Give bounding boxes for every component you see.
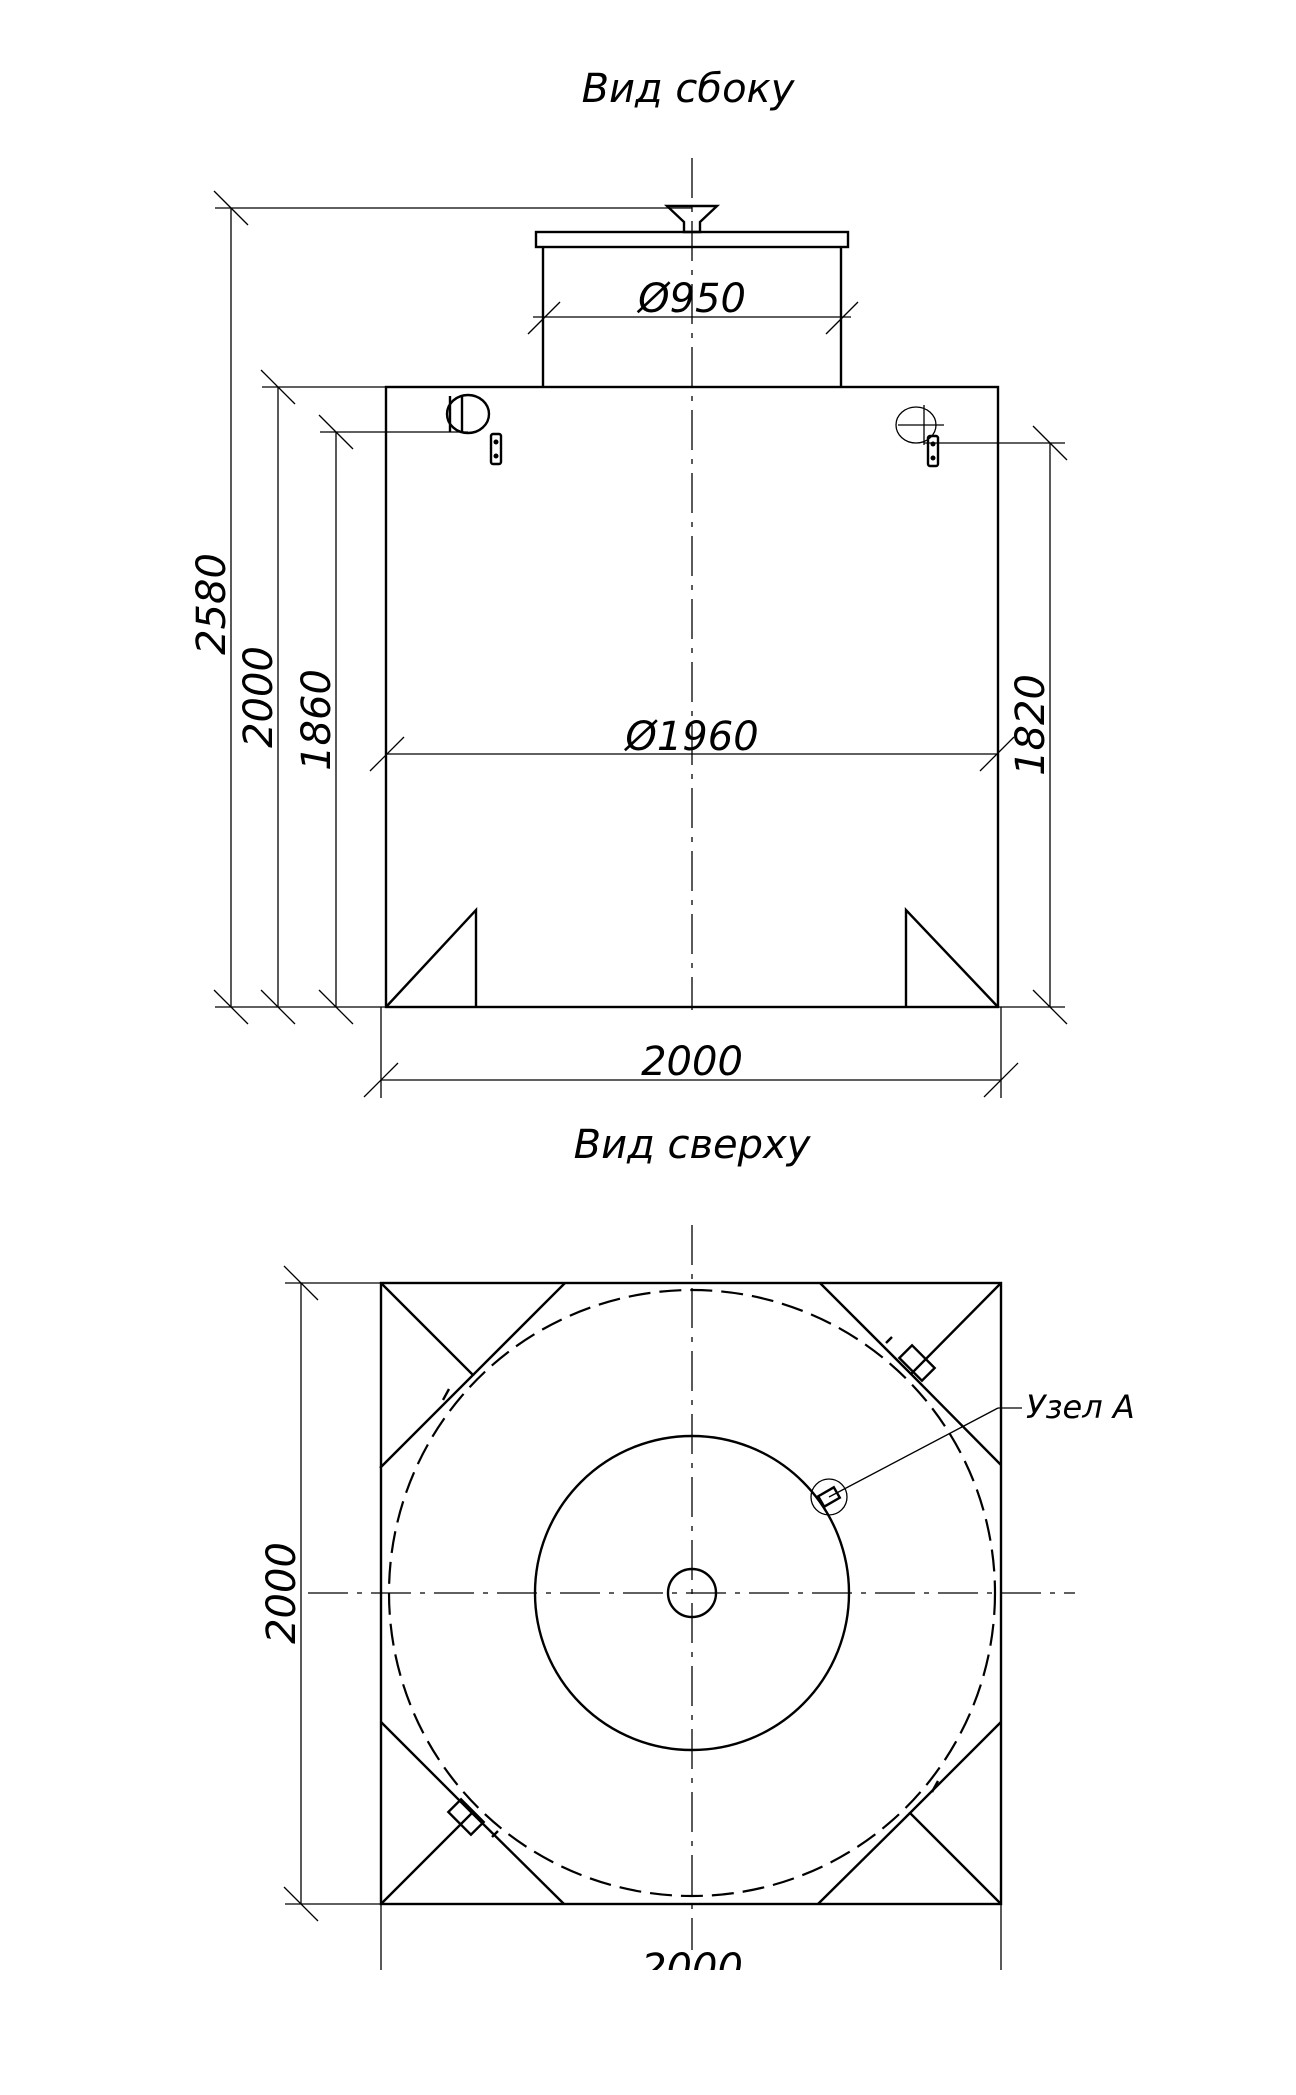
dim-1860-label: 1860 <box>294 669 340 771</box>
dim-diameter-950-label: Ø950 <box>636 276 746 322</box>
base-frame <box>379 1281 1003 1906</box>
top-view-title: Вид сверху <box>574 1122 812 1168</box>
node-a-label: Узел А <box>1026 1388 1135 1426</box>
page-bottom-margin <box>0 1970 1296 2095</box>
dim-2580-label: 2580 <box>189 553 235 655</box>
top-dim-2000-height-label: 2000 <box>259 1542 305 1644</box>
side-view: Вид сбоку <box>189 66 1068 1098</box>
top-dim-2000-height: 2000 <box>259 1265 381 1922</box>
funnel-circle <box>666 1567 718 1619</box>
dim-2580: 2580 <box>189 190 692 1025</box>
tank-body <box>384 385 1000 1009</box>
dim-2000-height-label: 2000 <box>236 646 282 748</box>
dim-2000-height: 2000 <box>236 369 386 1025</box>
node-a-callout: Узел А <box>810 1388 1135 1516</box>
dim-diameter-1960-label: Ø1960 <box>623 714 758 760</box>
dim-2000-width-label: 2000 <box>641 1039 743 1085</box>
left-support-gusset <box>385 906 478 1008</box>
dim-1820-label: 1820 <box>1008 674 1054 776</box>
right-pipe-stub <box>895 405 944 468</box>
side-view-title: Вид сбоку <box>582 66 796 112</box>
corner-gussets <box>379 1282 1002 1905</box>
left-pipe-stub <box>445 393 503 466</box>
dim-1860: 1860 <box>294 414 468 1025</box>
hatch-circle <box>533 1434 851 1752</box>
dim-2000-width: 2000 <box>363 1007 1019 1098</box>
tank-outline-dashed <box>387 1288 997 1898</box>
right-support-gusset <box>904 906 999 1008</box>
dim-diameter-950: Ø950 <box>527 276 859 335</box>
dim-diameter-1960: Ø1960 <box>369 714 1015 772</box>
dim-1820: 1820 <box>924 425 1068 1025</box>
top-pipe-stubs <box>441 1336 940 1838</box>
top-view: Вид сверху <box>259 1122 1135 1992</box>
